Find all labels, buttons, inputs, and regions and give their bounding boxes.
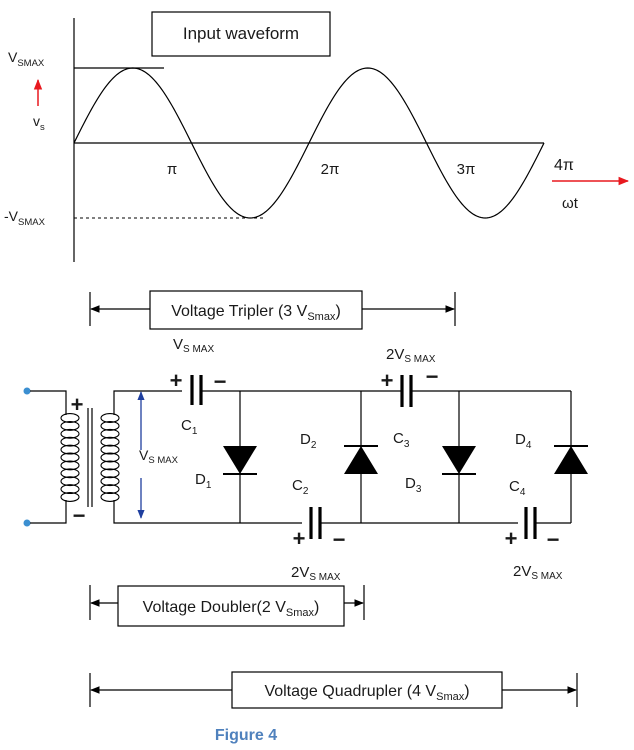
secondary-coil-turn [100,420,120,431]
tick-2pi: 2π [321,161,340,178]
primary-coil-turn [60,420,80,431]
secondary-coil-turn [100,436,120,447]
c2-voltage-label: 2VS MAX [291,564,341,583]
wt-label: ωt [562,195,579,212]
d2-triangle [344,446,378,474]
primary-coil-turn [60,452,80,463]
c2-minus: − [333,527,346,552]
tripler-box [149,290,363,330]
primary-coil [60,413,80,502]
c1-minus: − [214,369,227,394]
primary-coil-turn [60,436,80,447]
primary-coil-turn [60,413,80,423]
waveform-title: Input waveform [183,24,299,43]
primary-coil-turn [60,468,80,479]
tick-4pi: 4π [554,157,574,174]
primary-coil-turn [60,444,80,455]
c4-plus: + [505,526,518,551]
secondary-coil-turn [100,452,120,463]
c3-label: C3 [393,430,410,450]
c4-label: C4 [509,478,526,498]
primary-bottom-lead [30,500,67,524]
d4-label: D4 [515,431,532,451]
tripler-label: Voltage Tripler (3 VSmax) [171,303,341,323]
d4-triangle [554,446,588,474]
c2-label: C2 [292,477,309,497]
primary-coil-turn [60,428,80,439]
d1-label: D1 [195,471,212,491]
secondary-voltage-label: VS MAX [139,447,179,466]
quadrupler-box [231,671,503,709]
c1-voltage-label: VS MAX [173,336,214,355]
tick-pi: π [167,161,177,178]
d3-triangle [442,446,476,474]
input-terminal-top [23,387,31,395]
d2-label: D2 [300,431,317,451]
doubler-label: Voltage Doubler(2 VSmax) [143,599,320,619]
c1-plus: + [170,368,183,393]
multiplier-circuit: + − VS MAX VS MAX + − C1 D1 D2 C2 + − 2V… [23,336,588,583]
secondary-coil-turn [100,492,120,502]
c4-minus: − [547,527,560,552]
d1-triangle [223,446,257,474]
c3-voltage-label: 2VS MAX [386,346,436,365]
vs-label: vs [33,113,45,133]
secondary-coil-turn [100,444,120,455]
c3-plus: + [381,368,394,393]
figure-caption: Figure 4 [215,727,277,744]
primary-coil-turn [60,492,80,502]
doubler-annotation: Voltage Doubler(2 VSmax) [89,585,365,627]
secondary-coil-turn [100,428,120,439]
waveform-title-box [151,11,331,57]
input-waveform: Input waveform VSMAX vs -VSMAX π 2π 3π 4… [4,11,630,262]
tripler-annotation: Voltage Tripler (3 VSmax) [89,290,456,330]
secondary-coil [100,413,120,502]
primary-coil-turn [60,476,80,487]
secondary-bottom-wire [113,500,302,524]
vmax-label: VSMAX [8,49,45,69]
primary-top-lead [30,390,67,415]
secondary-coil-turn [100,484,120,495]
secondary-coil-turn [100,413,120,423]
neg-vmax-label: -VSMAX [4,208,46,228]
secondary-coil-turn [100,468,120,479]
c1-label: C1 [181,417,198,437]
quadrupler-label: Voltage Quadrupler (4 VSmax) [264,683,469,703]
input-terminal-bottom [23,519,31,527]
secondary-coil-turn [100,476,120,487]
secondary-top-wire [113,390,182,415]
c3-minus: − [426,364,439,389]
quadrupler-annotation: Voltage Quadrupler (4 VSmax) [89,671,578,709]
transformer-plus: + [71,392,84,417]
d3-label: D3 [405,475,422,495]
doubler-box [117,585,345,627]
transformer-minus: − [73,503,86,528]
tick-3pi: 3π [457,161,476,178]
secondary-coil-turn [100,460,120,471]
sine-wave [73,67,545,219]
c4-voltage-label: 2VS MAX [513,563,563,582]
primary-coil-turn [60,484,80,495]
primary-coil-turn [60,460,80,471]
c2-plus: + [293,526,306,551]
